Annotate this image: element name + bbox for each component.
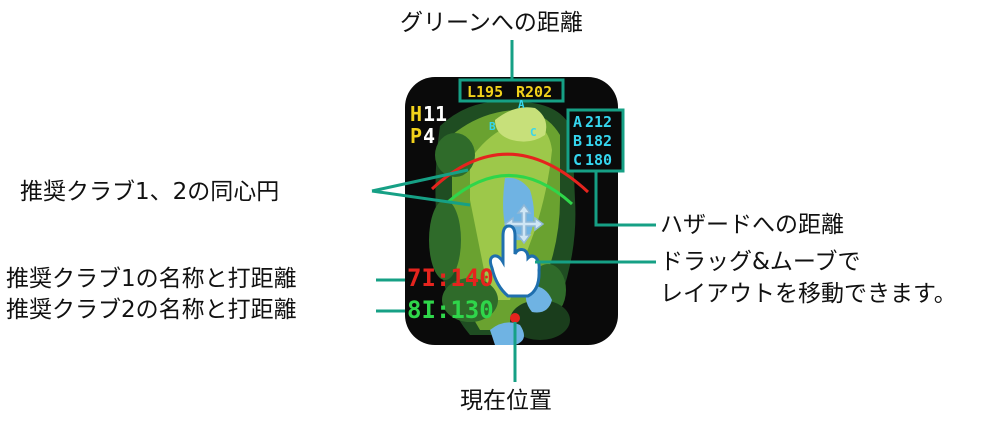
watch: L195 R202 H 11 P 4 A B C A 212 B 182 C 1… [405, 77, 625, 345]
hand-pointer-icon [488, 224, 541, 298]
current-position-marker [510, 313, 520, 323]
green-distance-label: グリーンへの距離 [400, 10, 583, 36]
hazard-b-letter: B [573, 132, 582, 150]
par-number: 4 [423, 124, 435, 148]
move-cross-icon [503, 203, 545, 245]
green-right-distance: R202 [516, 83, 552, 101]
club2-arc [447, 174, 574, 206]
club-arcs-label: 推奨クラブ1、2の同心円 [20, 179, 280, 205]
connector-lines [371, 40, 656, 382]
club2-readout: 8I:130 [407, 296, 494, 324]
hazard-distance-box [566, 108, 625, 173]
green-left-distance: L195 [467, 83, 503, 101]
hazard-c-distance: 180 [585, 151, 612, 169]
club1-info-label: 推奨クラブ1の名称と打距離 [6, 266, 297, 292]
hole-letter: H [410, 102, 422, 126]
hole-number: 11 [423, 102, 447, 126]
current-position-label: 現在位置 [460, 388, 552, 414]
par-letter: P [410, 124, 422, 148]
hazard-b-distance: 182 [585, 132, 612, 150]
hazard-c-letter: C [573, 151, 582, 169]
hazard-a-distance: 212 [585, 113, 612, 131]
hazard-marker-c: C [530, 126, 537, 139]
hazard-a-letter: A [573, 113, 582, 131]
hazard-marker-a: A [518, 98, 525, 111]
club2-info-label: 推奨クラブ2の名称と打距離 [6, 297, 297, 323]
hazard-marker-b: B [489, 120, 496, 133]
hazard-distance-label: ハザードへの距離 [660, 212, 844, 238]
drag-move-label-line2: レイアウトを移動できます。 [660, 281, 957, 307]
drag-move-label-line1: ドラッグ&ムーブで [660, 249, 861, 275]
club1-readout: 7I:140 [407, 264, 494, 292]
